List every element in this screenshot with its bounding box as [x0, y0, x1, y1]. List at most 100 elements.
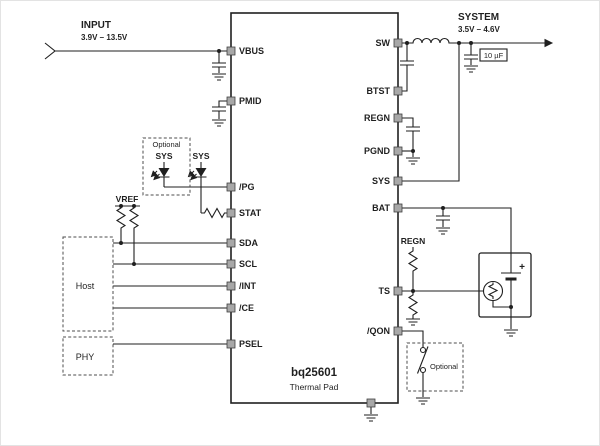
- pin-label-sys: SYS: [372, 176, 390, 186]
- output-capacitor: [463, 54, 479, 60]
- junction-dot: [411, 149, 415, 153]
- junction-dot: [457, 41, 461, 45]
- input-connector-icon: [44, 42, 56, 60]
- sys-wire: [402, 43, 460, 182]
- junction-dot: [441, 206, 445, 210]
- optional-switch-label: Optional: [430, 362, 458, 371]
- pin-label-bat: BAT: [372, 203, 390, 213]
- btst-cap-leads: [402, 43, 408, 92]
- pmid-cap-leads: [218, 100, 227, 119]
- ground-icon: [435, 227, 451, 235]
- pin-label-scl: SCL: [239, 259, 258, 269]
- switch-lever-icon: [416, 346, 429, 374]
- scl-pullup-resistor: [128, 206, 140, 264]
- ground-icon: [211, 73, 227, 81]
- battery-cell-leads: [501, 253, 521, 329]
- ground-icon: [415, 397, 431, 405]
- input-label: INPUT: [81, 20, 111, 31]
- battery-plus-label: +: [519, 262, 525, 273]
- bat-capacitor: [435, 215, 451, 221]
- switch-terminal-icon: [419, 346, 427, 354]
- pin-pad-ts: [393, 286, 403, 296]
- led-light-arrow-icon: [153, 173, 161, 181]
- pin-label-pmid: PMID: [239, 96, 262, 106]
- battery-pack-outline: [478, 252, 532, 318]
- pg-led-icon: [158, 168, 170, 177]
- pin-pad-pg: [226, 182, 236, 192]
- led-light-arrow-icon: [150, 170, 158, 178]
- junction-dot: [405, 41, 409, 45]
- sda-pullup-resistor: [115, 206, 127, 243]
- thermistor-lead: [492, 300, 511, 308]
- qon-wire: [402, 330, 424, 397]
- stat-led-rail-label: SYS: [192, 151, 209, 161]
- output-cap-value: 10 µF: [484, 51, 504, 60]
- ground-icon: [503, 329, 519, 337]
- pin-label-pgnd: PGND: [364, 146, 391, 156]
- junction-dot: [119, 241, 123, 245]
- pin-pad-sw: [393, 38, 403, 48]
- junction-dot: [119, 204, 123, 208]
- btst-capacitor: [399, 60, 415, 66]
- input-range: 3.9V – 13.5V: [81, 33, 128, 42]
- pin-pads: [226, 38, 403, 408]
- ground-icon: [405, 157, 421, 165]
- pin-pad-scl: [226, 259, 236, 269]
- pin-pad-stat: [226, 208, 236, 218]
- phy-box: [62, 336, 114, 376]
- switch-terminal-icon: [419, 366, 427, 374]
- regn-capacitor: [405, 126, 421, 132]
- ground-icon: [405, 318, 421, 326]
- dashed-boxes: [62, 137, 464, 392]
- cap-value-box: [479, 48, 508, 62]
- optional-switch-box: [406, 342, 464, 392]
- junction-dot: [217, 49, 221, 53]
- pin-label-stat: STAT: [239, 208, 262, 218]
- pin-label-sda: SDA: [239, 238, 259, 248]
- thermal-pad-label: Thermal Pad: [290, 382, 339, 392]
- ground-icon: [363, 414, 379, 422]
- ts-regn-label: REGN: [401, 236, 426, 246]
- ts-lower-resistor: [407, 291, 419, 319]
- pin-label-regn: REGN: [364, 113, 390, 123]
- pin-pad-regn: [393, 113, 403, 123]
- ic-body: [230, 12, 399, 404]
- bat-wire: [402, 207, 512, 253]
- led-light-arrow-icon: [190, 173, 198, 181]
- optional-led-box: [142, 137, 191, 196]
- pin-label-ts: TS: [378, 286, 390, 296]
- pin-pad-pmid: [226, 96, 236, 106]
- pin-pad-ce: [226, 303, 236, 313]
- pin-pad-btst: [393, 86, 403, 96]
- pin-label-sw: SW: [376, 38, 391, 48]
- pin-label-psel: PSEL: [239, 339, 263, 349]
- sw-inductor-wire: [402, 37, 554, 48]
- wiring: [44, 37, 554, 422]
- pmid-capacitor: [211, 106, 227, 112]
- pin-pad-int: [226, 281, 236, 291]
- stat-led-icon: [195, 168, 207, 177]
- pin-pad-vbus: [226, 46, 236, 56]
- pin-label-int: /INT: [239, 281, 257, 291]
- ic-part-number: bq25601: [291, 367, 338, 379]
- system-label: SYSTEM: [458, 12, 499, 23]
- pin-label-btst: BTST: [367, 86, 391, 96]
- junction-dot: [469, 41, 473, 45]
- pin-pad-sda: [226, 238, 236, 248]
- pin-label-vbus: VBUS: [239, 46, 264, 56]
- ground-icon: [463, 65, 479, 73]
- junction-dot: [132, 204, 136, 208]
- vref-label: VREF: [116, 194, 139, 204]
- pin-pad-qon: [393, 326, 403, 336]
- junction-dot: [411, 289, 415, 293]
- junction-dot: [132, 262, 136, 266]
- pin-label-pg: /PG: [239, 182, 255, 192]
- pin-label-ce: /CE: [239, 303, 254, 313]
- led-light-arrow-icon: [187, 170, 195, 178]
- optional-led-label: Optional: [153, 140, 181, 149]
- ground-icon: [211, 119, 227, 127]
- pin-pad-thermal: [366, 398, 376, 408]
- system-range: 3.5V – 4.6V: [458, 25, 500, 34]
